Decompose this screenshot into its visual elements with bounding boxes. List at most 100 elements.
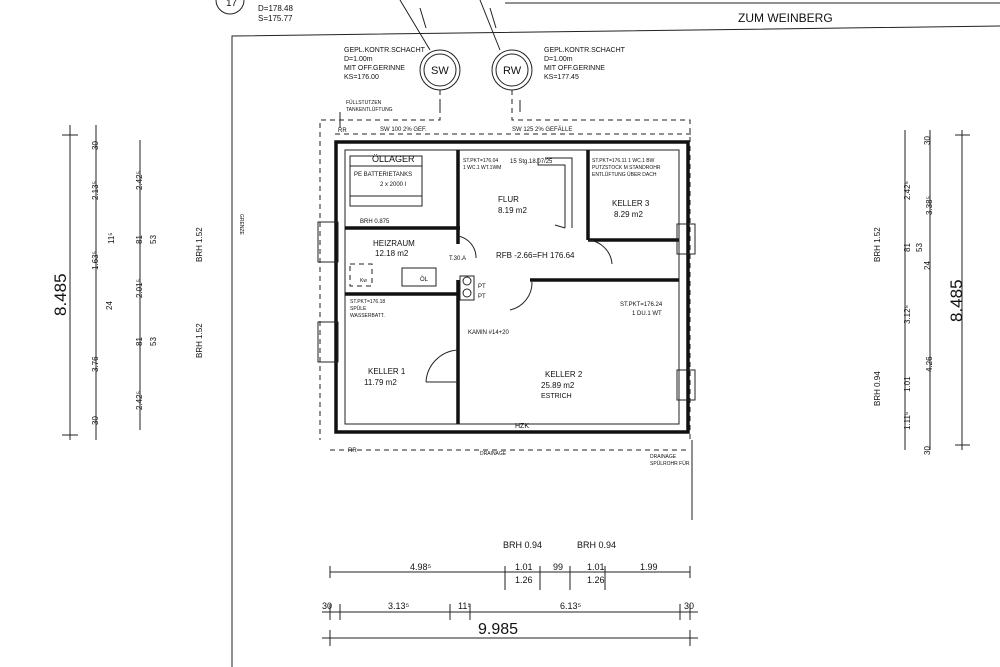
bdim-4: 1.01 — [587, 562, 605, 572]
keller2-floor: ESTRICH — [541, 393, 572, 400]
ldim-3: 1.63⁵ — [91, 251, 100, 270]
shaft-sw-label: SW — [431, 65, 449, 77]
shaft-rw-label: RW — [503, 65, 522, 77]
shaft-sw-line2: D=1.00m — [344, 56, 373, 63]
shaft-rw-line4: KS=177.45 — [544, 74, 579, 81]
ldim-6: 30 — [91, 416, 100, 425]
heizraum-area: 12.18 m2 — [375, 249, 409, 258]
shaft-sw-line1: GEPL.KONTR.SCHACHT — [344, 47, 426, 54]
bdim-9: 3.13⁵ — [388, 601, 410, 611]
right-dimensions: 8.485 30 2.42⁵ 81 24 3.12⁵ 1.01 1.11⁵ 30… — [873, 130, 970, 455]
right-brh-1: BRH 1.52 — [873, 227, 882, 262]
rdim-7: 1.11⁵ — [903, 412, 912, 430]
kw-label: Kw — [360, 278, 367, 284]
heizraum-name: HEIZRAUM — [373, 239, 415, 248]
right-total: 8.485 — [947, 279, 966, 322]
grenze-label: GRENZE — [238, 214, 244, 236]
shaft-rw: RW GEPL.KONTR.SCHACHT D=1.00m MIT OFF.GE… — [491, 47, 626, 91]
bdim-8: 30 — [322, 601, 332, 611]
drainage-right: DRAINAGE — [650, 454, 677, 460]
rr-bottom: RR — [348, 448, 357, 454]
rdim-10: 53 — [915, 243, 924, 252]
keller1-note1: SPÜLE — [350, 305, 367, 312]
rdim-11: 4.26 — [925, 356, 934, 372]
bottom-brh-2: BRH 0.94 — [577, 540, 616, 550]
spuel-label: SPÜLROHR FÜR — [650, 460, 690, 467]
oellager-tanks: PE BATTERIETANKS — [354, 172, 412, 178]
bdim-11: 6.13⁵ — [560, 601, 582, 611]
bdim-10: 11⁵ — [458, 601, 471, 611]
ldim-7: 11⁵ — [107, 232, 116, 244]
rdim-9: 3.38⁵ — [925, 196, 934, 215]
rdim-2: 2.42⁵ — [903, 181, 912, 200]
sewer-pipes: SW 100 2% GEF. SW 125 2% GEFÄLLE FÜLLSTU… — [238, 90, 695, 520]
entl-label: ENTLÜFTUNG ÜBER DACH — [592, 171, 657, 178]
bdim-7: 1.26 — [587, 575, 605, 585]
bdim-6: 1.26 — [515, 575, 533, 585]
rdim-3: 81 — [903, 243, 912, 252]
circle-number: 17 — [226, 0, 238, 9]
oellager-tanks2: 2 x 2000 l — [380, 182, 406, 188]
ldim-4: 24 — [105, 301, 114, 310]
shaft-sw-line4: KS=176.00 — [344, 74, 379, 81]
rdim-4: 24 — [923, 261, 932, 270]
bdim-3: 99 — [553, 562, 563, 572]
kamin-label: KAMIN #14+20 — [468, 330, 510, 336]
pt2: PT — [478, 294, 486, 300]
keller2-area: 25.89 m2 — [541, 381, 575, 390]
hzk-label: HZK — [515, 423, 529, 430]
bottom-brh-1: BRH 0.94 — [503, 540, 542, 550]
rdim-8: 30 — [923, 446, 932, 455]
keller3-area: 8.29 m2 — [614, 210, 643, 219]
flur-area: 8.19 m2 — [498, 206, 527, 215]
left-brh-1: BRH 1.52 — [195, 227, 204, 262]
bdim-2: 1.01 — [515, 562, 533, 572]
keller1-stpkt: ST.PKT=176.18 — [350, 299, 385, 305]
oel-label: ÖL — [420, 276, 429, 283]
property-boundary — [231, 25, 1000, 667]
s-value: S=175.77 — [258, 14, 293, 23]
building — [317, 140, 696, 434]
fuell-label: FÜLLSTUTZEN — [346, 99, 382, 106]
putz-label: PUTZSTOCK M STANDROHR — [592, 165, 661, 171]
bdim-5: 1.99 — [640, 562, 658, 572]
keller1-name: KELLER 1 — [368, 367, 406, 376]
stpkt-flur2: 1 WC.1 WT.1WM — [463, 165, 501, 171]
rr-top: RR — [338, 128, 347, 134]
street-label: ZUM WEINBERG — [738, 11, 833, 25]
room-labels: ÖLLAGER PE BATTERIETANKS 2 x 2000 l BRH … — [350, 154, 663, 430]
keller1-area: 11.79 m2 — [364, 378, 397, 387]
bdim-12: 30 — [684, 601, 694, 611]
stair-label: 15 Stg.18.07/25 — [510, 159, 553, 165]
keller2-note: 1 DU.1 WT — [632, 311, 662, 317]
keller2-name: KELLER 2 — [545, 370, 583, 379]
oellager-name: ÖLLAGER — [372, 154, 415, 164]
right-brh-2: BRH 0.94 — [873, 371, 882, 406]
rdim-6: 1.01 — [903, 376, 912, 392]
keller3-name: KELLER 3 — [612, 199, 650, 208]
ldim-8: 2.42⁵ — [135, 171, 144, 190]
d-value: D=178.48 — [258, 4, 293, 13]
shaft-sw: SW GEPL.KONTR.SCHACHT D=1.00m MIT OFF.GE… — [344, 47, 461, 91]
top-header: 17 D=178.48 S=175.77 ZUM WEINBERG — [215, 0, 1000, 667]
shaft-rw-line2: D=1.00m — [544, 56, 573, 63]
left-brh-2: BRH 1.52 — [195, 323, 204, 358]
sw100-label: SW 100 2% GEF. — [380, 127, 427, 133]
pt1: PT — [478, 284, 486, 290]
drainage-bottom: DRAINAGE — [480, 451, 507, 457]
rdim-5: 3.12⁵ — [903, 305, 912, 324]
shaft-rw-line3: MIT OFF.GERINNE — [544, 65, 605, 72]
left-dimensions: 8.485 30 2.13⁵ 1.63⁵ 24 3.76 30 11⁵ 2.42… — [51, 125, 204, 440]
flur-name: FLUR — [498, 195, 519, 204]
bottom-total: 9.985 — [478, 621, 518, 638]
ldim-14: 81 — [135, 235, 144, 244]
ldim-1: 30 — [91, 141, 100, 150]
rdim-1: 30 — [923, 136, 932, 145]
heizraum-door: T.30.A — [449, 256, 466, 262]
tank-label: TANKENTLÜFTUNG — [346, 106, 393, 113]
bottom-dimensions: BRH 0.94 BRH 0.94 4.98⁵ 1.01 99 1.01 1.9… — [322, 540, 698, 646]
rfb-label: RFB -2.66=FH 176.64 — [496, 251, 575, 260]
bdim-1: 4.98⁵ — [410, 562, 432, 572]
ldim-9: 53 — [149, 235, 158, 244]
